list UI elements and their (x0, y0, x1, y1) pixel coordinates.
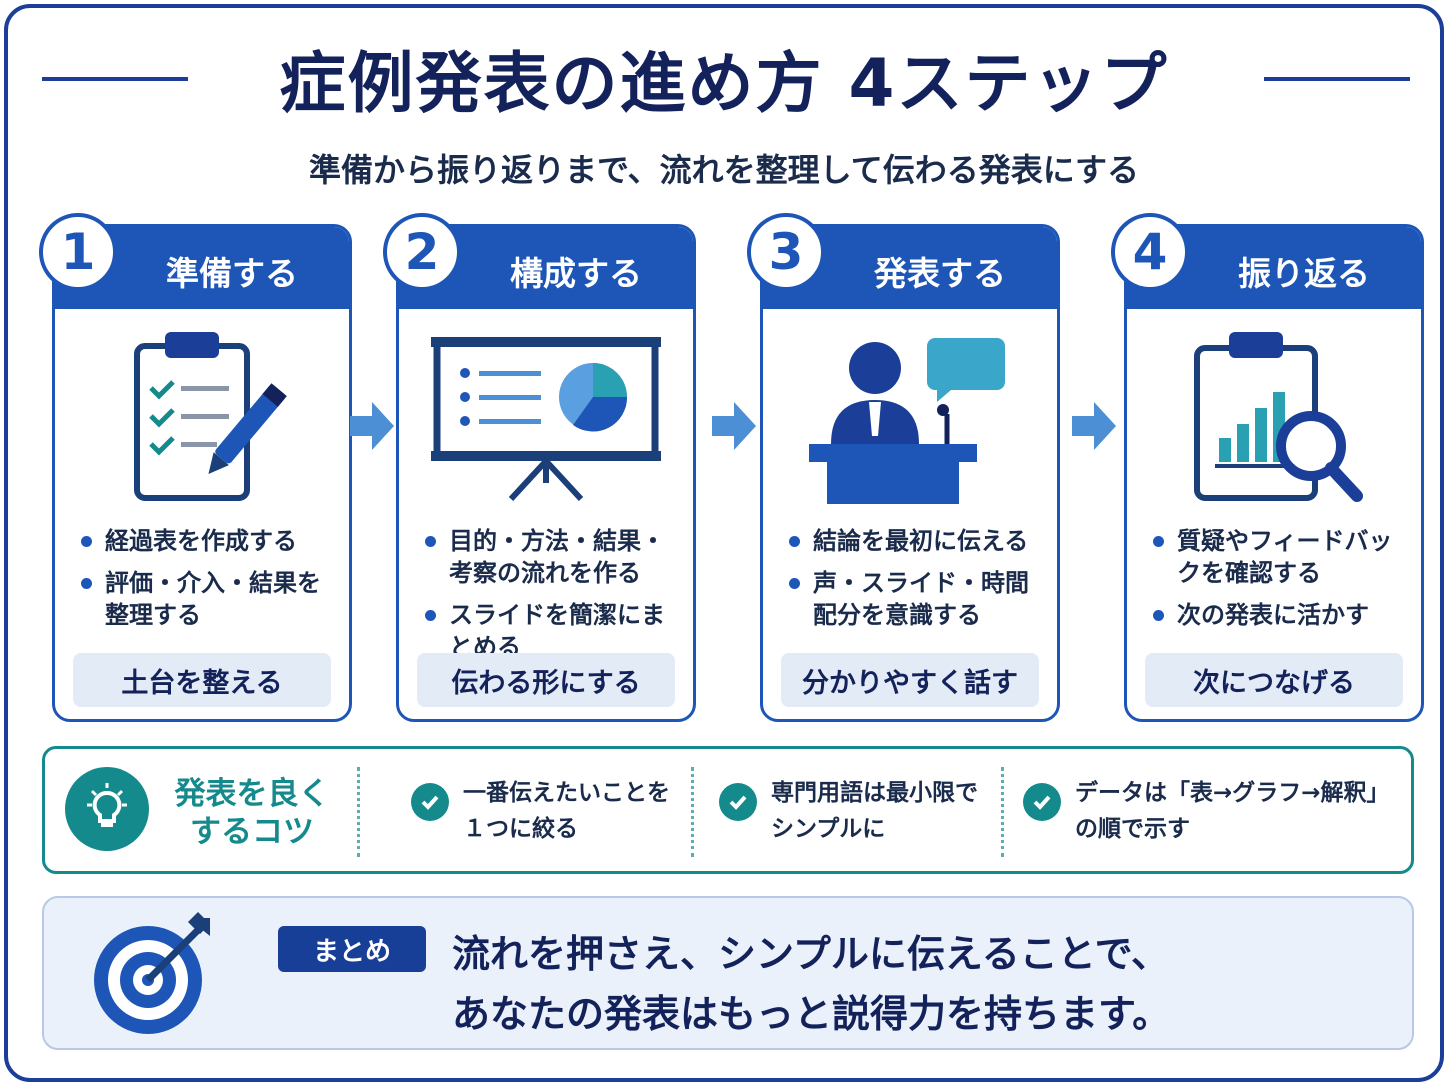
tip-line: の順で示す (1075, 816, 1190, 842)
tips-panel: 発表を良く するコツ 一番伝えたいことを １つに絞る 専門用語は最小限で シンプ… (42, 746, 1414, 874)
tip-line: １つに絞る (463, 816, 578, 842)
step-card-1: 1 準備する 経過表を作成する 評価・介入・結果を整理する 土台を整える (39, 213, 352, 722)
step-title: 準備する (166, 254, 298, 293)
step-bullets: 質疑やフィードバックを確認する 次の発表に活かす (1149, 525, 1413, 641)
divider (357, 767, 360, 857)
divider (1001, 767, 1004, 857)
target-icon (88, 910, 218, 1040)
tip-text: 専門用語は最小限で シンプルに (771, 775, 978, 847)
step-bullets: 目的・方法・結果・考察の流れを作る スライドを簡潔にまとめる (421, 525, 685, 673)
page-subtitle: 準備から振り返りまで、流れを整理して伝わる発表にする (308, 151, 1140, 189)
presentation-board-icon (399, 323, 693, 513)
step-number: 4 (1111, 213, 1189, 291)
list-item: 次の発表に活かす (1149, 599, 1413, 631)
tip-text: データは「表→グラフ→解釈」 の順で示す (1075, 775, 1390, 847)
step-footer: 土台を整える (73, 653, 331, 707)
tip-line: シンプルに (771, 816, 886, 842)
tip-line: データは「表→グラフ→解釈」 (1075, 780, 1390, 806)
list-item: 経過表を作成する (77, 525, 341, 557)
tip-item: 一番伝えたいことを １つに絞る (411, 775, 670, 847)
step-number: 2 (383, 213, 461, 291)
title-row: 症例発表の進め方 4ステップ (0, 38, 1448, 122)
title-rule-left (42, 77, 188, 81)
clipboard-analysis-icon (1127, 323, 1421, 513)
step-bullets: 経過表を作成する 評価・介入・結果を整理する (77, 525, 341, 641)
divider (691, 767, 694, 857)
summary-line: 流れを押さえ、シンプルに伝えることで、 (452, 932, 1170, 976)
step-footer: 分かりやすく話す (781, 653, 1039, 707)
step-card-2: 2 構成する 目的・方法・結果・考察の流れを作る スライドを簡潔にまとめる 伝わ… (383, 213, 696, 722)
step-number: 1 (39, 213, 117, 291)
arrow-right-icon (350, 402, 394, 450)
tip-item: データは「表→グラフ→解釈」 の順で示す (1023, 775, 1390, 847)
tips-title-line: するコツ (190, 814, 314, 850)
list-item: 評価・介入・結果を整理する (77, 567, 341, 631)
summary-badge: まとめ (278, 926, 426, 972)
step-title: 振り返る (1238, 254, 1370, 293)
check-icon (1023, 783, 1061, 821)
tip-item: 専門用語は最小限で シンプルに (719, 775, 978, 847)
check-icon (411, 783, 449, 821)
step-bullets: 結論を最初に伝える 声・スライド・時間配分を意識する (785, 525, 1049, 641)
clipboard-checklist-icon (55, 323, 349, 513)
tip-text: 一番伝えたいことを １つに絞る (463, 775, 670, 847)
step-footer: 次につなげる (1145, 653, 1403, 707)
page-title: 症例発表の進め方 4ステップ (279, 45, 1169, 122)
step-card-3: 3 発表する 結論を最初に伝える 声・スライド・時間配分を意識する 分かりやすく… (747, 213, 1060, 722)
list-item: 結論を最初に伝える (785, 525, 1049, 557)
tip-line: 専門用語は最小限で (771, 780, 978, 806)
arrow-right-icon (712, 402, 756, 450)
summary-text: 流れを押さえ、シンプルに伝えることで、 あなたの発表はもっと説得力を持ちます。 (452, 924, 1170, 1044)
check-icon (719, 783, 757, 821)
summary-line: あなたの発表はもっと説得力を持ちます。 (452, 992, 1171, 1036)
speaker-podium-icon (763, 323, 1057, 513)
lightbulb-icon (65, 767, 149, 851)
step-footer: 伝わる形にする (417, 653, 675, 707)
tip-line: 一番伝えたいことを (463, 780, 670, 806)
list-item: 質疑やフィードバックを確認する (1149, 525, 1413, 589)
step-number: 3 (747, 213, 825, 291)
tips-title-line: 発表を良く (174, 776, 330, 812)
tips-title: 発表を良く するコツ (157, 775, 347, 851)
list-item: 目的・方法・結果・考察の流れを作る (421, 525, 685, 589)
step-title: 構成する (510, 254, 642, 293)
step-card-4: 4 振り返る 質疑やフィードバックを確認する 次の発表に活かす 次につなげる (1111, 213, 1424, 722)
list-item: 声・スライド・時間配分を意識する (785, 567, 1049, 631)
arrow-right-icon (1072, 402, 1116, 450)
step-title: 発表する (874, 254, 1006, 293)
title-rule-right (1264, 77, 1410, 81)
summary-panel: まとめ 流れを押さえ、シンプルに伝えることで、 あなたの発表はもっと説得力を持ち… (42, 896, 1414, 1050)
